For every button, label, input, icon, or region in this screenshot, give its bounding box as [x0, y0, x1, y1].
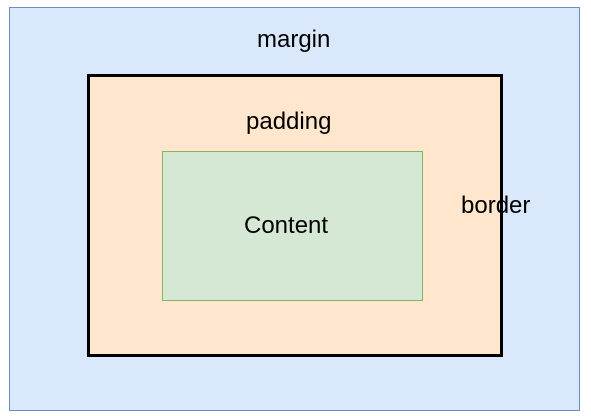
- content-label: Content: [244, 212, 329, 239]
- content-box: [162, 151, 423, 301]
- border-label: border: [461, 192, 531, 219]
- padding-label: padding: [246, 108, 332, 135]
- margin-label: margin: [257, 26, 331, 53]
